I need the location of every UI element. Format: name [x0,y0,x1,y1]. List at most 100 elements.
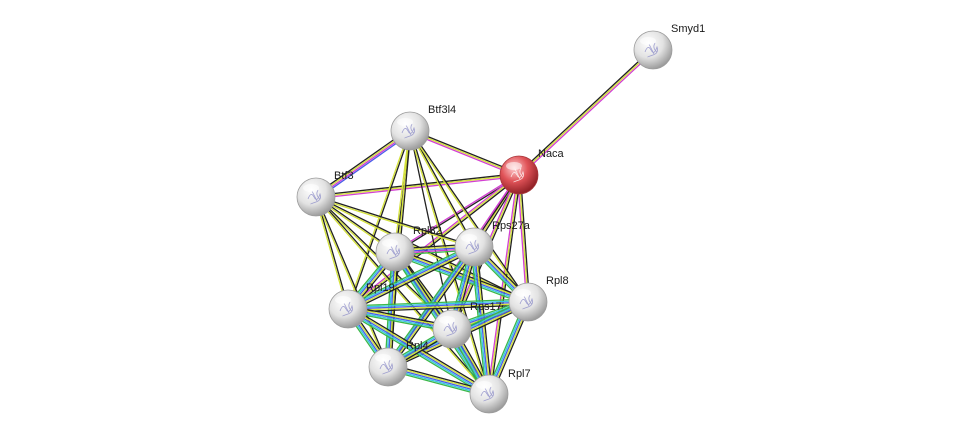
edge-line-yellow [315,174,520,198]
edge-line-magenta [519,50,655,177]
node-bubble [296,177,336,217]
node-rps27a[interactable]: Rps27a [454,220,531,267]
structure-thumbnail-icon [401,123,415,139]
edge-line-yellow [314,196,388,368]
node-gloss [303,184,319,192]
edge-line-magenta [486,174,519,395]
edge-line-blue [347,308,490,395]
node-gloss [382,239,398,247]
node-label: Naca [538,148,565,160]
node-rps17[interactable]: Rps17 [432,301,502,349]
edge-line-blue [394,251,529,303]
edge-line-green [347,298,529,307]
edge-btf3-rps27a[interactable] [315,195,475,249]
node-label: Rpl4 [406,340,429,352]
edge-naca-rpl8[interactable] [516,174,531,303]
edge-line-yellow [346,130,410,310]
node-label: Rpl8 [546,275,569,287]
node-bubble [454,227,494,267]
edge-line-black [316,196,390,368]
edge-btf3-rpl4[interactable] [314,196,390,368]
edge-line-yellow [518,49,654,176]
node-label: Rpl32 [413,225,442,237]
edge-line-black [409,129,530,303]
edge-line-black [315,195,475,247]
edge-btf3l4-rpl8[interactable] [408,129,530,304]
node-btf3l4[interactable]: Btf3l4 [390,104,456,151]
edge-line-yellow [347,302,529,312]
node-rpl32[interactable]: Rpl32 [375,225,442,272]
node-smyd1[interactable]: Smyd1 [633,23,705,70]
edge-rpl32-rpl8[interactable] [393,248,530,306]
node-bubble [375,232,415,272]
node-gloss [640,37,656,45]
edge-line-black [348,130,412,310]
structure-thumbnail-icon [644,42,658,58]
edge-btf3-rpl19[interactable] [314,196,350,310]
node-bubble [328,289,368,329]
node-naca[interactable]: Naca [499,148,565,195]
edge-rpl19-rpl7[interactable] [345,305,492,398]
node-rpl7[interactable]: Rpl7 [469,368,531,414]
edge-line-black [315,172,520,197]
edge-line-magenta [408,131,520,178]
edge-line-green [345,310,489,398]
edge-line-cyan [393,252,529,305]
edge-line-magenta [346,173,519,309]
node-bubble [368,347,408,387]
edge-line-black [410,129,476,248]
structure-thumbnail-icon [307,189,321,205]
edge-btf3l4-rpl19[interactable] [346,130,412,310]
edge-btf3-naca[interactable] [315,172,520,200]
node-bubble [432,309,472,349]
node-label: Rps27a [492,220,531,232]
node-gloss [476,381,492,389]
edge-line-black [348,305,492,393]
node-gloss [335,296,351,304]
edge-btf3l4-rps27a[interactable] [408,129,476,249]
edge-line-black [316,196,350,310]
edge-naca-rpl7[interactable] [486,174,522,395]
node-rpl8[interactable]: Rpl8 [508,275,569,322]
edges-layer [314,48,655,398]
edge-line-magenta [315,175,520,200]
edge-line-yellow [348,247,476,311]
edge-rps27a-rpl19[interactable] [346,243,476,313]
node-rpl19[interactable]: Rpl19 [328,282,395,329]
node-label: Btf3l4 [428,104,456,116]
node-gloss [397,118,413,126]
edge-line-yellow [474,246,492,395]
edge-btf3l4-naca[interactable] [408,128,521,178]
edge-line-yellow [409,130,520,176]
edge-btf3-rpl7[interactable] [314,195,491,396]
edge-line-cyan [346,245,474,309]
edge-line-black [347,304,529,313]
edge-line-yellow [314,196,490,396]
node-rpl4[interactable]: Rpl4 [368,340,429,387]
edge-line-yellow [408,130,474,249]
node-btf3[interactable]: Btf3 [296,170,354,217]
edge-line-yellow [518,174,529,303]
edge-line-black [395,248,530,300]
structure-thumbnail-icon [339,301,353,317]
edge-line-yellow [394,249,530,302]
edge-btf3l4-rps17[interactable] [409,130,453,330]
edge-naca-smyd1[interactable] [517,48,655,177]
structure-thumbnail-icon [519,294,533,310]
edge-rpl8-rpl19[interactable] [347,298,529,313]
edge-line-black [489,174,522,395]
edge-line-yellow [315,197,475,249]
edge-line-yellow [314,196,348,310]
node-bubble [508,282,548,322]
edge-line-green [393,254,528,306]
structure-thumbnail-icon [443,321,457,337]
node-label: Rpl19 [366,282,395,294]
edge-line-black [348,249,476,313]
node-label: Rpl7 [508,368,531,380]
node-gloss [439,316,455,324]
edge-line-green [346,243,474,307]
edge-line-cyan [347,299,529,309]
edge-line-black [409,130,453,330]
